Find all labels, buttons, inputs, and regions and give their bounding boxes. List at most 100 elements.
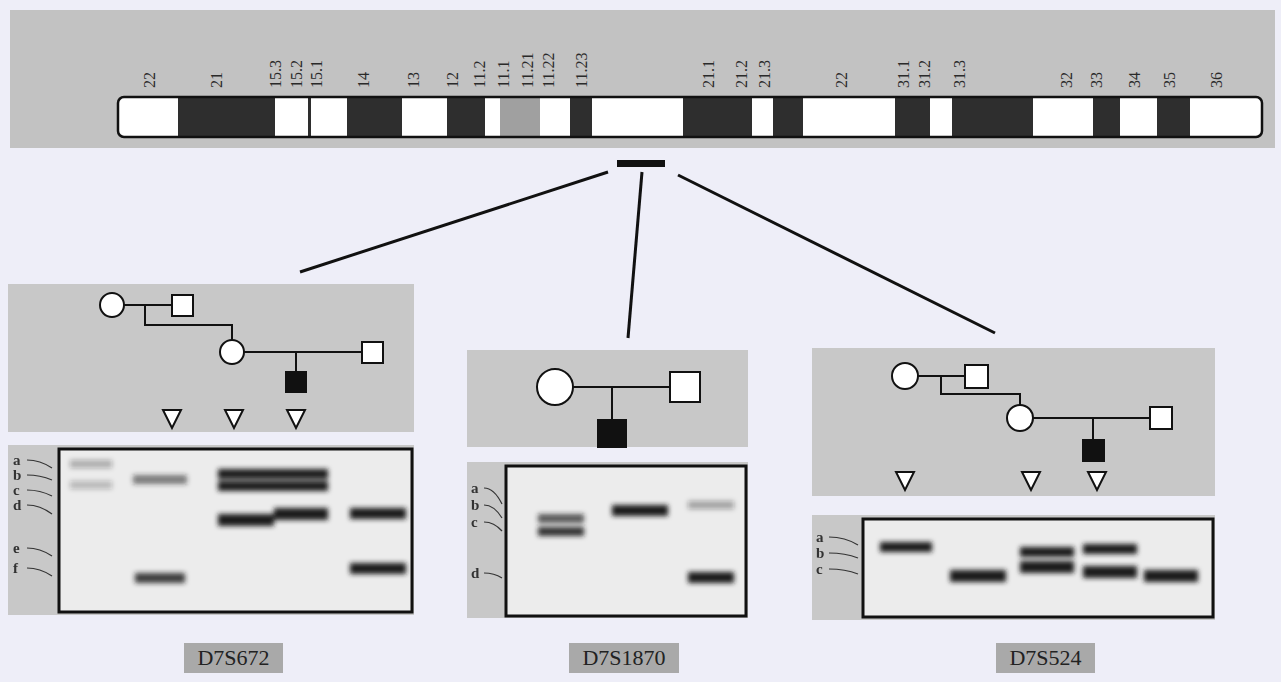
allele-leaders	[27, 460, 52, 576]
band	[773, 97, 803, 137]
gel-panel	[8, 445, 414, 615]
gel-bands	[538, 501, 734, 583]
allele-letter: d	[13, 498, 21, 513]
allele-letter: f	[13, 561, 18, 576]
band-label: 32	[1059, 72, 1075, 88]
pedigree-panel	[812, 348, 1215, 496]
band-label: 13	[406, 72, 422, 88]
band-label: 21.1	[701, 60, 717, 88]
allele-letter: b	[471, 498, 479, 513]
leader-line	[27, 475, 52, 480]
gel-band	[135, 573, 185, 583]
gel	[863, 519, 1213, 617]
marker-label-box: D7S1870	[569, 643, 679, 673]
gel-band	[133, 475, 187, 484]
gel-band	[70, 460, 112, 468]
allele-letter: c	[471, 515, 478, 530]
gel-bands	[70, 460, 406, 583]
gel-band	[350, 563, 406, 574]
band-label: 11.2	[472, 61, 488, 88]
band-label: 31.1	[896, 60, 912, 88]
sample-marker	[1022, 472, 1040, 490]
female-symbol	[892, 363, 918, 389]
band	[683, 97, 752, 137]
gel-band	[688, 501, 734, 509]
pedigree-lines	[124, 305, 362, 372]
male-symbol	[1150, 407, 1172, 429]
allele-letter: c	[816, 562, 823, 577]
chromosome-body	[118, 97, 1262, 137]
gel-band	[1020, 547, 1074, 557]
allele-letter: e	[13, 541, 20, 556]
marker-label-box: D7S672	[184, 643, 283, 673]
leader-line	[27, 548, 52, 556]
zoom-line	[300, 172, 608, 272]
allele-letter: c	[13, 483, 20, 498]
band-label: 11.21	[520, 53, 536, 88]
pedigree-line	[573, 386, 670, 388]
leader-line	[484, 522, 502, 531]
affected-male	[598, 420, 626, 447]
gel-band	[274, 469, 328, 479]
band	[1157, 97, 1190, 137]
gel-panel	[812, 515, 1215, 620]
gel-band	[274, 481, 328, 491]
gel-bands	[880, 542, 1198, 582]
dark-bands	[178, 97, 1190, 137]
gel-band	[70, 481, 112, 489]
pedigree-line	[244, 351, 362, 353]
gel	[506, 466, 746, 616]
sample-marker	[287, 410, 305, 428]
band	[1093, 97, 1120, 137]
band-label: 11.23	[574, 53, 590, 88]
band-label: 31.3	[952, 60, 968, 88]
pedigree-line	[1092, 418, 1094, 440]
band	[952, 97, 1033, 137]
gel-band	[612, 505, 668, 516]
male-symbol	[362, 342, 383, 363]
leader-line	[27, 505, 52, 514]
gel-band	[350, 508, 406, 519]
allele-letter: d	[471, 566, 479, 581]
allele-leaders	[829, 537, 858, 574]
band-label: 11.1	[496, 61, 512, 88]
band-label: 35	[1162, 72, 1178, 88]
band-label: 12	[445, 72, 461, 88]
allele-letter: a	[471, 481, 479, 496]
marker-name: D7S672	[197, 646, 269, 670]
pedigree-lines	[918, 376, 1150, 440]
band	[308, 97, 311, 137]
band-label: 22	[142, 72, 158, 88]
band-label: 11.22	[541, 53, 557, 88]
band-label: 15.2	[289, 60, 305, 88]
band-label: 34	[1127, 72, 1143, 88]
female-symbol	[100, 293, 124, 317]
band-label: 14	[356, 72, 372, 88]
allele-letter: a	[816, 530, 824, 545]
leader-line	[829, 537, 858, 545]
pedigree-panel	[467, 350, 748, 447]
sample-marker	[225, 410, 243, 428]
pedigree-symbols	[892, 363, 1172, 490]
pedigree-line	[124, 304, 172, 306]
gel-band	[1083, 544, 1137, 554]
gel-band	[218, 514, 274, 526]
pedigree-lines	[573, 387, 670, 420]
marker-name: D7S1870	[582, 646, 665, 670]
centromere	[500, 97, 540, 137]
band-label: 33	[1089, 72, 1105, 88]
leader-line	[484, 488, 502, 504]
gel-band	[1144, 570, 1198, 582]
band-label: 21.2	[734, 60, 750, 88]
allele-letter: b	[816, 546, 824, 561]
male-symbol	[670, 372, 700, 402]
gel-band	[880, 542, 932, 552]
female-symbol	[1007, 405, 1033, 431]
leader-line	[829, 569, 858, 574]
allele-leaders	[484, 488, 502, 578]
female-symbol	[220, 340, 244, 364]
region-bar	[617, 160, 665, 167]
sample-marker	[163, 410, 181, 428]
allele-letter: b	[13, 468, 21, 483]
gel-band	[218, 481, 274, 491]
